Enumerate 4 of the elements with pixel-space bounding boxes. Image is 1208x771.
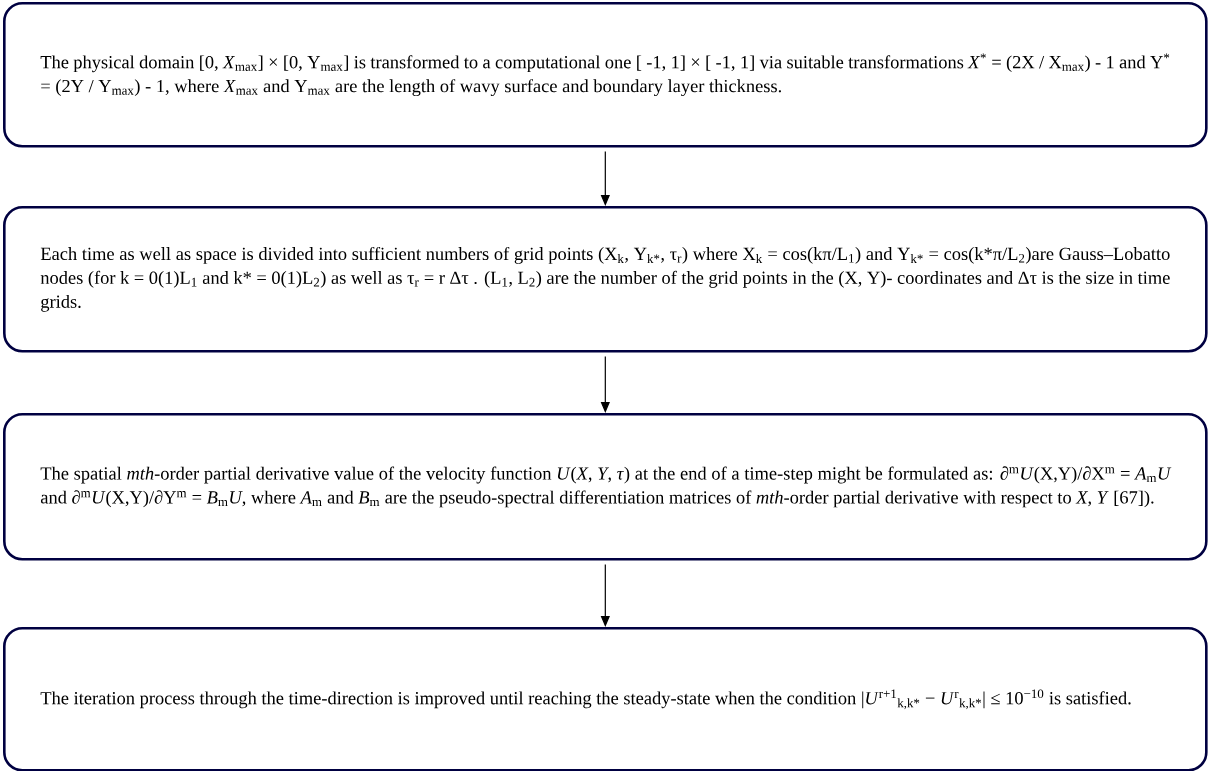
- process-box: The physical domain [0, X$_{max}$] × [0, Y$_{max}$] is transformed to a computational one [ -1, 1] × [ -1, 1] via suitable transformations X$^{*}$ = (2X / X$_{max}$) - 1 and Y$^{*}$ = (2Y / Y$_{max}$) - 1, where X$_{max}$ and Y$_{max}$ are the length of wavy surface and boundary layer thickness.: [3, 2, 1208, 148]
- process-box: The iteration process through the time-direction is improved until reaching the steady-state when the condition |U$^{r+1}$$_{k,k*}$ − U$^{r}$$_{k,k*}$| ≤ 10$^{−10}$ is satisfied.: [3, 627, 1208, 771]
- process-box: The spatial mth-order partial derivative value of the velocity function U(X, Y, τ) at the end of a time-step might be formulated as: ∂$^{m}$U(X,Y)/∂X$^{m}$ = A$_{m}$U and ∂$^{m}$U(X,Y)/∂Y$^{m}$ = B$_{m}$U, where A$_{m}$ and B$_{m}$ are the pseudo-spectral differentiation matrices of mth-order partial derivative with respect to X,Y [67]).: [3, 413, 1208, 561]
- process-box: Each time as well as space is divided into sufficient numbers of grid points (X$_{k}$, Y$_{k*}$, τ$_{r}$) where X$_{k}$ = cos(kπ/L$_{1}$) and Y$_{k*}$ = cos(k*π/L$_{2}$)are Gauss–Lobatto nodes (for k = 0(1)L$_{1}$ and k* = 0(1)L$_{2}$) as well as τ$_{r}$ = r Δτ . (L$_{1}$, L$_{2}$) are the number of the grid points in the (X, Y)- coordinates and Δτ is the size in time grids.: [3, 206, 1208, 353]
